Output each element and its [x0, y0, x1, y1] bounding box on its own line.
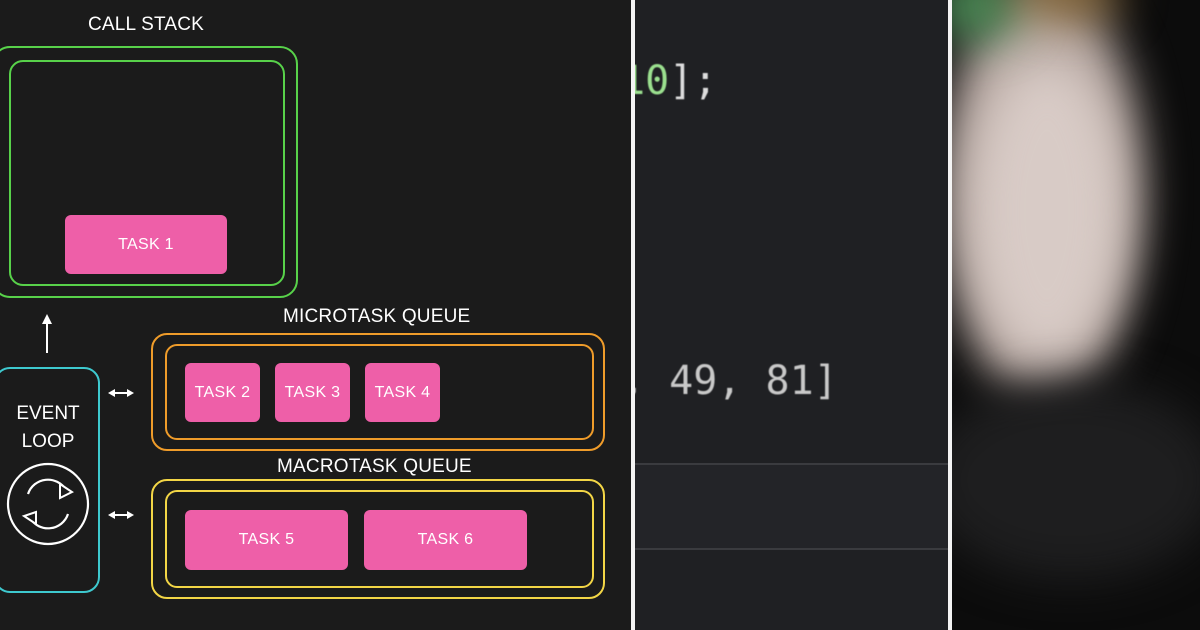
panel-separator-1 — [631, 0, 635, 630]
code-closing-bracket: ]; — [669, 58, 718, 104]
macrotask-double-arrow-icon — [108, 511, 134, 519]
call-stack-task-1: TASK 1 — [65, 215, 227, 274]
microtask-task-3: TASK 3 — [275, 363, 350, 422]
panel-separator-2 — [948, 0, 952, 630]
call-stack-inner-frame — [9, 60, 285, 286]
up-arrow-icon — [42, 314, 52, 353]
microtask-queue-inner-frame — [165, 344, 594, 440]
macrotask-task-5: TASK 5 — [185, 510, 348, 570]
event-loop-label-line1: EVENT — [16, 403, 80, 424]
code-line-1: 10]; — [635, 58, 717, 104]
microtask-double-arrow-icon — [108, 389, 134, 397]
microtask-task-4: TASK 4 — [365, 363, 440, 422]
macrotask-queue-title: MACROTASK QUEUE — [277, 456, 472, 477]
refresh-cycle-icon — [6, 462, 90, 546]
blurred-highlight-shape — [972, 60, 1122, 360]
blurred-photo-panel — [952, 0, 1200, 630]
macrotask-task-6: TASK 6 — [364, 510, 527, 570]
macrotask-queue-outer-frame — [151, 479, 605, 599]
console-divider-1 — [635, 463, 948, 465]
call-stack-outer-frame — [0, 46, 298, 298]
event-loop-frame — [0, 367, 100, 593]
blurred-brown-shape — [1012, 0, 1122, 20]
code-editor-panel: 10]; , 49, 81] — [635, 0, 948, 630]
code-number-10: 10 — [635, 58, 670, 104]
event-loop-label-line2: LOOP — [21, 431, 75, 452]
console-divider-2 — [635, 548, 948, 550]
macrotask-queue-inner-frame — [165, 490, 594, 588]
diagram-arrows-layer — [6, 314, 134, 546]
event-loop-diagram-panel: CALL STACK TASK 1 MICROTASK QUEUE TASK 2… — [0, 14, 605, 599]
blurred-dark-shape — [952, 380, 1200, 580]
console-row-band — [635, 464, 948, 548]
microtask-task-2: TASK 2 — [185, 363, 260, 422]
code-line-2: , 49, 81] — [635, 358, 838, 404]
microtask-queue-outer-frame — [151, 333, 605, 451]
call-stack-title: CALL STACK — [88, 14, 205, 35]
event-loop-label: EVENT LOOP — [8, 400, 88, 456]
microtask-queue-title: MICROTASK QUEUE — [283, 306, 471, 327]
